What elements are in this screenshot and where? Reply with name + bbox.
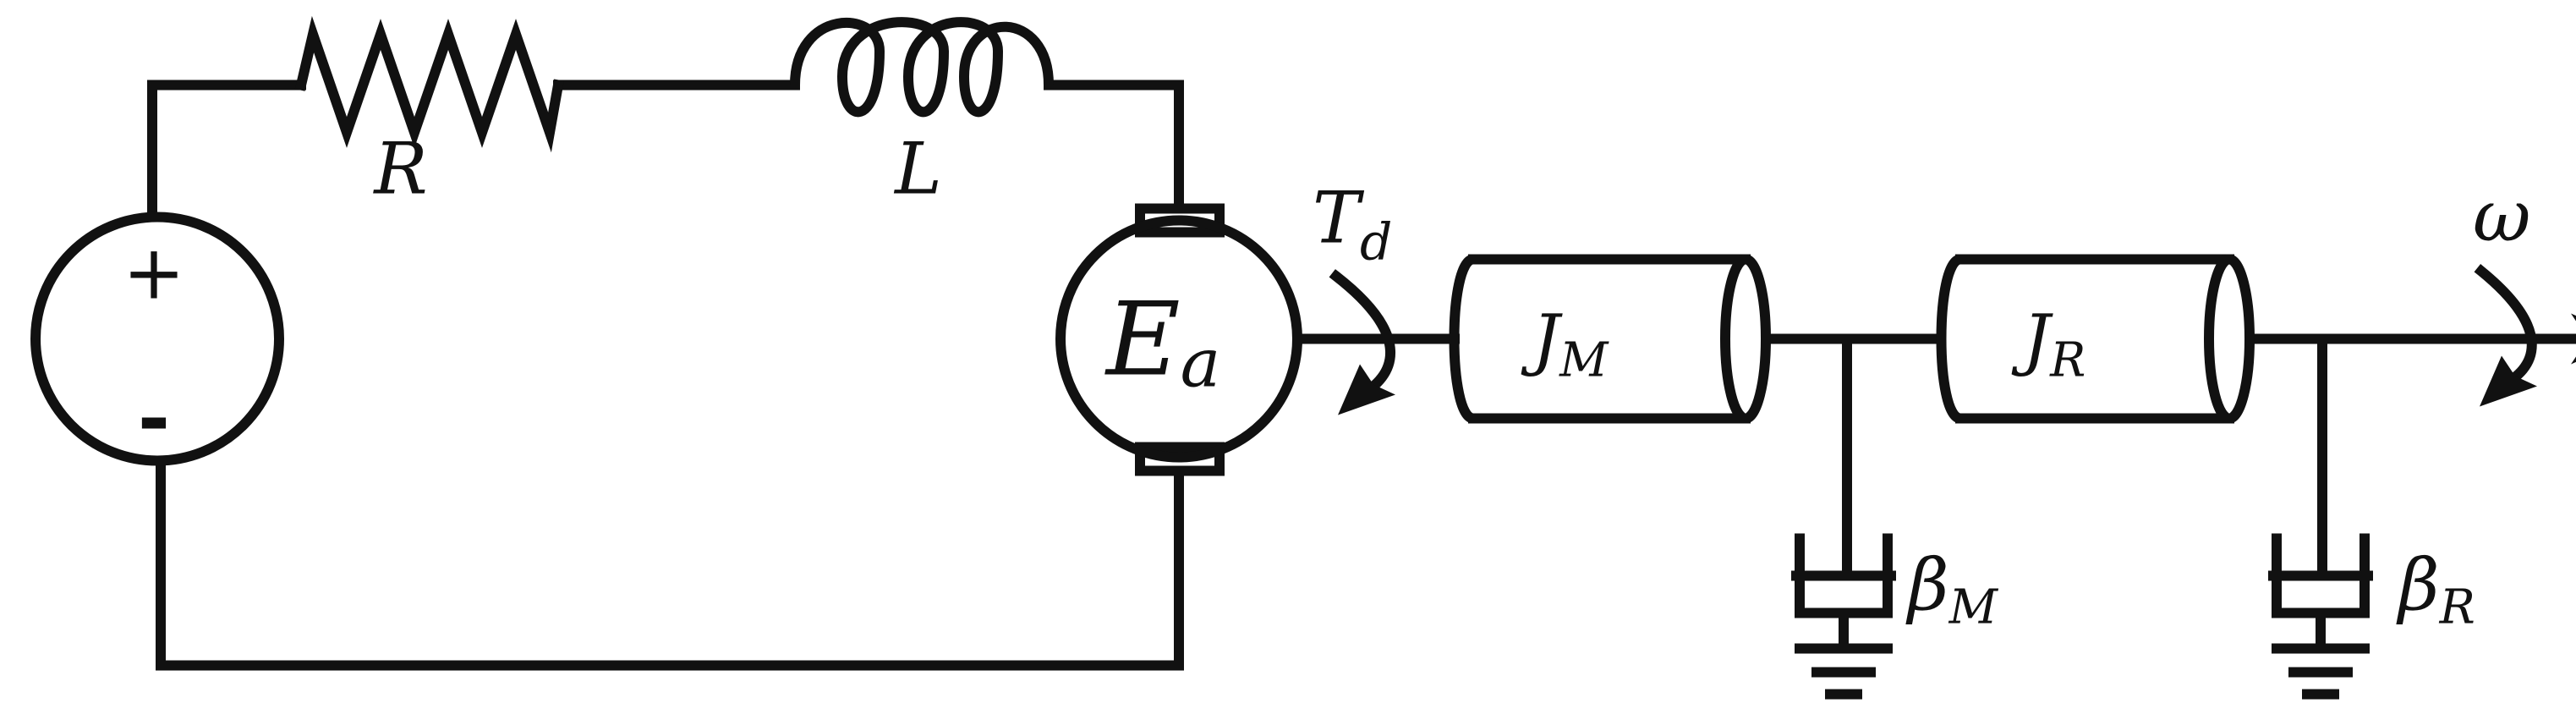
- damping-motor-label-main: β: [1905, 544, 1949, 627]
- ground-load-icon: [2272, 643, 2370, 700]
- angular-velocity-label: ω: [2473, 175, 2531, 258]
- motor-label-main: E: [1104, 282, 1181, 399]
- damper-motor: βM: [1791, 333, 1999, 700]
- inertia-load-label-main: J: [2011, 300, 2053, 379]
- inertia-load-label-sub: R: [2049, 333, 2085, 388]
- damping-load-label-sub: R: [2439, 580, 2475, 635]
- wire-source-to-resistor: [147, 80, 306, 221]
- inertia-motor-label-sub: M: [1559, 333, 1609, 388]
- inertia-motor: JM: [1449, 254, 1771, 424]
- inertia-motor-label-main: J: [1521, 300, 1563, 379]
- source-minus-sign: -: [138, 374, 170, 464]
- damping-load-label: βR: [2396, 544, 2475, 635]
- inertia-load: JR: [1936, 254, 2255, 424]
- resistor-zigzag: [294, 15, 564, 153]
- inductor-coil: [789, 17, 1055, 118]
- torque-label: Td: [1313, 177, 1392, 272]
- wire-bottom-return: [156, 455, 1184, 671]
- source-plus-sign: +: [123, 229, 185, 316]
- torque-label-main: T: [1313, 177, 1365, 260]
- wire-inductor-to-motor: [1044, 80, 1184, 214]
- shaft-output-arrow-icon: [2571, 313, 2576, 365]
- torque-arrowhead-icon: [1338, 364, 1395, 415]
- motor: Ea: [1055, 203, 1302, 476]
- inertia-load-label: JR: [2011, 300, 2085, 388]
- damping-motor-label-sub: M: [1948, 580, 1999, 635]
- inertia-motor-label: JM: [1521, 300, 1609, 388]
- damper-load: βR: [2268, 333, 2475, 700]
- damping-load-label-main: β: [2396, 544, 2440, 627]
- angular-velocity-arrowhead-icon: [2480, 355, 2537, 407]
- resistor-label: R: [372, 128, 427, 211]
- voltage-source: + -: [30, 212, 284, 466]
- ground-motor-icon: [1795, 643, 1893, 700]
- torque-label-sub: d: [1360, 213, 1392, 272]
- motor-label: Ea: [1104, 282, 1220, 403]
- damping-motor-label: βM: [1905, 544, 1999, 635]
- motor-label-sub: a: [1181, 324, 1221, 403]
- inductor-label: L: [893, 128, 942, 211]
